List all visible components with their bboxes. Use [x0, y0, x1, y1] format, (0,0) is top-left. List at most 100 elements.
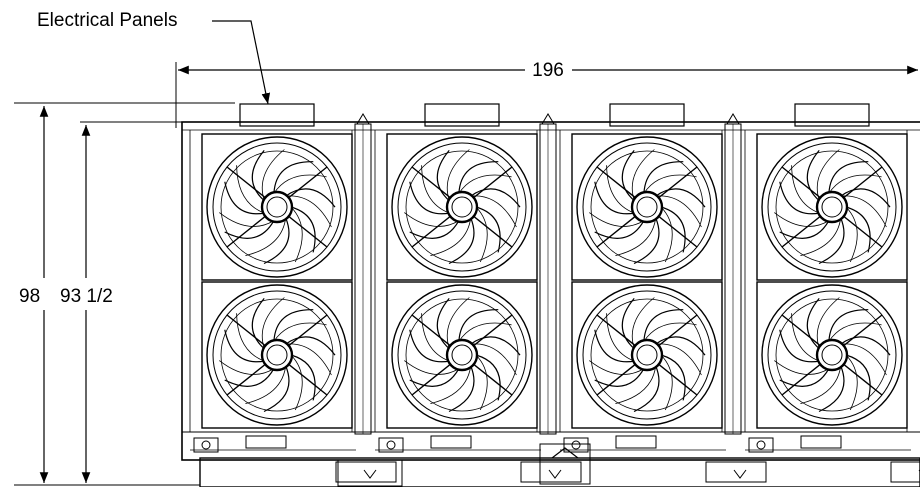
fan-blade-tip-ring	[405, 298, 519, 412]
fan-blade-edge	[606, 165, 635, 214]
fan-blade-edge	[273, 174, 327, 194]
fan-blade-edge	[219, 212, 275, 227]
fan-blade-tip-ring	[405, 150, 519, 264]
fan-blade	[409, 329, 450, 363]
fan-assembly	[571, 133, 723, 281]
base-foot-block	[378, 437, 404, 453]
fan-shroud-ring	[576, 284, 718, 426]
fan-blade-edge	[290, 206, 303, 263]
base-fitting	[571, 440, 581, 450]
fan-hub	[630, 338, 664, 372]
base-skid-block	[705, 461, 767, 483]
fan-blade-edge	[430, 365, 472, 404]
fan-blade-edge	[458, 174, 512, 194]
fan-blade-edge	[655, 343, 702, 376]
fan-assembly	[201, 281, 353, 429]
fan-blade-edge	[245, 365, 287, 404]
base-foot-block	[748, 437, 774, 453]
fan-blade	[251, 150, 265, 202]
fan-blade	[263, 217, 290, 265]
fan-hub	[260, 338, 294, 372]
fan-blade-edge	[800, 217, 842, 256]
fan-blade	[621, 150, 635, 202]
electrical-panel-box	[609, 103, 685, 127]
fan-blade	[263, 365, 290, 413]
fan-guard-ring	[397, 290, 527, 420]
fan-blade-edge	[290, 354, 303, 411]
base-bracket	[800, 435, 842, 449]
fan-blade	[840, 336, 891, 356]
fan-blade-edge	[404, 212, 460, 227]
fan-blade-edge	[285, 195, 332, 228]
fan-shroud-ring	[761, 136, 903, 278]
fan-blade	[779, 329, 820, 363]
fan-blade-edge	[245, 217, 287, 256]
fan-blade-edge	[643, 322, 697, 342]
fan-blade	[475, 206, 501, 253]
fan-blade	[285, 188, 336, 208]
fan-blade-edge	[475, 206, 488, 263]
electrical-panel-box	[424, 103, 500, 127]
base-foot-block	[563, 437, 589, 453]
fan-blade-edge	[470, 343, 517, 376]
fan-blade	[594, 368, 645, 387]
module-base-details	[190, 435, 397, 483]
divider-top-peak	[541, 113, 555, 125]
fan-blade-edge	[421, 165, 450, 214]
fan-hub	[630, 190, 664, 224]
fan-blade-edge	[660, 206, 673, 263]
fan-blade-edge	[655, 195, 702, 228]
fan-shroud-ring	[206, 136, 348, 278]
fan-blade-edge	[446, 297, 470, 350]
base-skid-arrow	[733, 469, 747, 479]
fan-hub	[260, 190, 294, 224]
fan-blade	[224, 368, 275, 387]
fan-hub	[815, 190, 849, 224]
fan-assembly	[756, 133, 908, 281]
fan-blade-edge	[828, 322, 882, 342]
fan-blade	[436, 298, 450, 350]
fan-blade	[594, 181, 635, 215]
fan-blade	[655, 188, 706, 208]
fan-panel-square	[386, 281, 538, 429]
fan-blade-edge	[236, 165, 265, 214]
fan-blade	[458, 309, 499, 342]
fan-assembly	[571, 281, 723, 429]
base-skid-block	[520, 461, 582, 483]
fan-blade-edge	[421, 313, 450, 362]
fan-blade-edge	[828, 174, 882, 194]
frame-height-value: 93 1/2	[60, 286, 113, 307]
fan-blade-edge	[816, 297, 840, 350]
fan-blade	[806, 150, 820, 202]
fan-blade-edge	[261, 149, 285, 202]
fan-blade-edge	[615, 217, 657, 256]
base-skid-arrow	[363, 469, 377, 479]
fan-blade	[806, 298, 820, 350]
fan-blade	[660, 354, 686, 401]
fan-blade	[828, 309, 869, 342]
fan-blade	[273, 161, 314, 194]
fan-shroud-ring	[206, 284, 348, 426]
fan-guard-ring	[767, 290, 897, 420]
fan-blade	[828, 161, 869, 194]
fan-blade-edge	[840, 343, 887, 376]
fan-blade-tip-ring	[590, 150, 704, 264]
fan-blade	[779, 181, 820, 215]
fan-blade-edge	[791, 165, 820, 214]
fan-module	[539, 103, 767, 483]
fan-blade-edge	[470, 195, 517, 228]
fan-blade	[224, 181, 265, 215]
fan-blade	[643, 161, 684, 194]
fan-blade-tip-ring	[220, 150, 334, 264]
divider-top-peak	[726, 113, 740, 125]
fan-hub	[815, 338, 849, 372]
fan-module	[724, 103, 920, 483]
base-bracket	[245, 435, 287, 449]
electrical-panels-callout: Electrical Panels	[37, 10, 271, 105]
condenser-unit	[181, 103, 920, 487]
fan-blade-edge	[273, 322, 327, 342]
base-bracket	[430, 435, 472, 449]
fan-assembly	[756, 281, 908, 429]
base-skid-block	[335, 461, 397, 483]
